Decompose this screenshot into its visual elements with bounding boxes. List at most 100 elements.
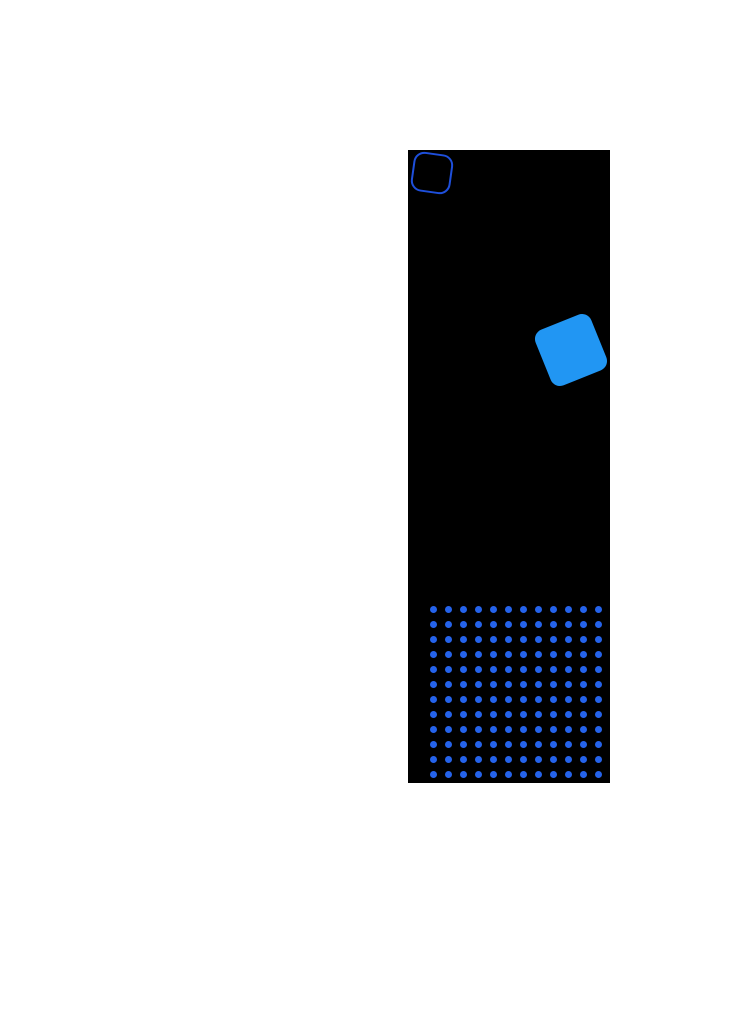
- dot: [535, 681, 542, 688]
- dot: [550, 621, 557, 628]
- dot: [430, 666, 437, 673]
- dot: [595, 651, 602, 658]
- dot: [430, 696, 437, 703]
- dot: [490, 741, 497, 748]
- dot: [520, 756, 527, 763]
- dot: [550, 711, 557, 718]
- dot: [430, 681, 437, 688]
- dot: [445, 696, 452, 703]
- dot: [460, 681, 467, 688]
- dot: [580, 666, 587, 673]
- dot: [475, 771, 482, 778]
- dot: [490, 726, 497, 733]
- dot: [535, 621, 542, 628]
- dot: [595, 771, 602, 778]
- dot: [550, 741, 557, 748]
- dot: [565, 606, 572, 613]
- dot: [550, 666, 557, 673]
- dot: [535, 711, 542, 718]
- dot: [445, 771, 452, 778]
- dot: [505, 741, 512, 748]
- dot: [550, 681, 557, 688]
- dot: [550, 771, 557, 778]
- dot: [520, 636, 527, 643]
- dot: [595, 726, 602, 733]
- dot: [565, 771, 572, 778]
- dot: [505, 771, 512, 778]
- dot: [460, 621, 467, 628]
- dot: [580, 651, 587, 658]
- dot: [580, 726, 587, 733]
- dot: [520, 651, 527, 658]
- dot: [475, 726, 482, 733]
- dot: [550, 651, 557, 658]
- dot: [565, 756, 572, 763]
- dot: [505, 606, 512, 613]
- dot: [520, 771, 527, 778]
- dot: [460, 696, 467, 703]
- dot: [505, 636, 512, 643]
- dot: [535, 771, 542, 778]
- dot: [475, 741, 482, 748]
- dot: [565, 621, 572, 628]
- dot: [475, 696, 482, 703]
- dot: [520, 741, 527, 748]
- dot: [535, 636, 542, 643]
- dot: [445, 726, 452, 733]
- dot: [475, 711, 482, 718]
- dot: [565, 726, 572, 733]
- dot: [535, 726, 542, 733]
- dot: [430, 756, 437, 763]
- dot: [580, 756, 587, 763]
- dot: [445, 651, 452, 658]
- dot: [475, 666, 482, 673]
- dot: [490, 666, 497, 673]
- dot: [580, 621, 587, 628]
- dot: [490, 771, 497, 778]
- dot: [490, 756, 497, 763]
- dot: [505, 726, 512, 733]
- dot: [580, 696, 587, 703]
- dot: [475, 651, 482, 658]
- dot: [535, 756, 542, 763]
- dot: [505, 666, 512, 673]
- dot: [550, 756, 557, 763]
- dot: [475, 621, 482, 628]
- dot: [490, 636, 497, 643]
- dot: [565, 711, 572, 718]
- dot: [445, 711, 452, 718]
- outlined-rounded-square-decoration: [409, 150, 455, 196]
- dot: [505, 621, 512, 628]
- dot-grid-decoration: [430, 606, 602, 778]
- dot: [565, 681, 572, 688]
- dot: [430, 636, 437, 643]
- dot: [595, 636, 602, 643]
- dot: [430, 726, 437, 733]
- dot: [520, 696, 527, 703]
- dot: [565, 741, 572, 748]
- dot: [505, 696, 512, 703]
- dot: [595, 741, 602, 748]
- dot: [595, 666, 602, 673]
- dot: [460, 741, 467, 748]
- dot: [595, 681, 602, 688]
- dot: [520, 726, 527, 733]
- dot: [580, 681, 587, 688]
- dot: [580, 636, 587, 643]
- dot: [445, 756, 452, 763]
- dot: [445, 741, 452, 748]
- dot: [430, 606, 437, 613]
- dot: [460, 711, 467, 718]
- dot: [565, 696, 572, 703]
- hero-panel: [408, 150, 610, 783]
- dot: [445, 681, 452, 688]
- dot: [460, 651, 467, 658]
- dot: [430, 741, 437, 748]
- dot: [460, 726, 467, 733]
- dot: [430, 651, 437, 658]
- dot: [595, 621, 602, 628]
- dot: [520, 621, 527, 628]
- dot: [595, 606, 602, 613]
- dot: [445, 606, 452, 613]
- dot: [550, 726, 557, 733]
